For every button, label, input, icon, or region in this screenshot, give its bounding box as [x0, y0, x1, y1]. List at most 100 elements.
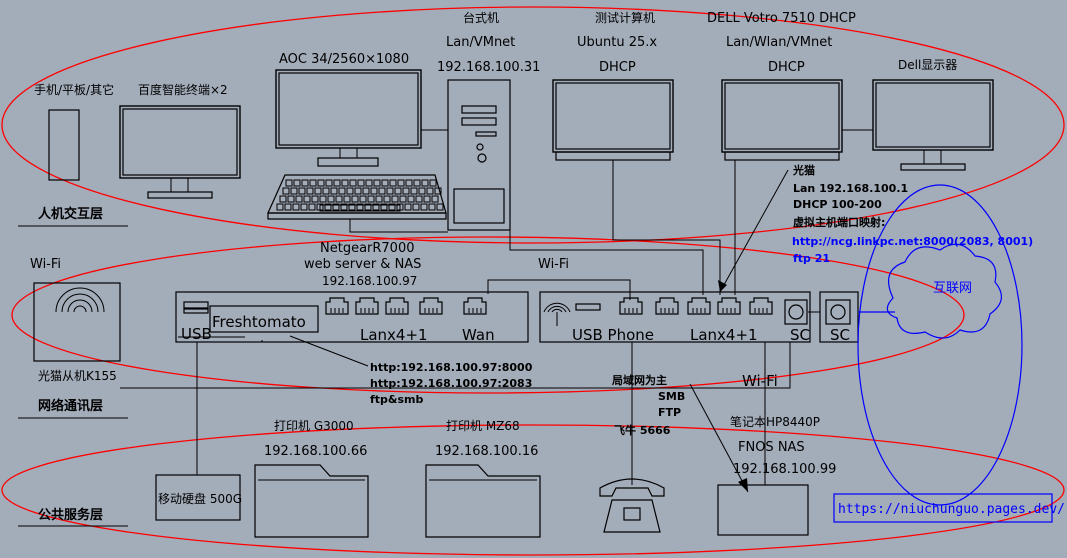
keyboard-key: [314, 187, 322, 195]
modem-pointer-line: [719, 169, 789, 293]
keyboard-key: [404, 203, 412, 211]
usb-hdd-device: [155, 474, 241, 521]
router-service-pointer: [289, 335, 369, 367]
keyboard-key: [436, 203, 444, 211]
modem-sc1-label: SC: [790, 326, 810, 344]
keyboard-key: [389, 179, 397, 187]
wifi-left-label: Wi-Fi: [30, 257, 61, 272]
dell-votro-name: DELL Votro 7510 DHCP: [707, 11, 856, 26]
router-ip: 192.168.100.97: [322, 274, 417, 288]
router-usb-port: [183, 301, 209, 309]
modem-usb-phone-label: USB Phone: [572, 326, 654, 344]
keyboard-key: [332, 203, 340, 211]
desktop-ip: 192.168.100.31: [437, 60, 540, 75]
wan-modem-wire: [487, 279, 631, 300]
laptop-nas-device: [717, 484, 809, 536]
dell-votro-ip: DHCP: [768, 60, 805, 75]
printer2-name: 打印机 MZ68: [446, 419, 520, 433]
keyboard-key: [364, 203, 372, 211]
modem-lan-label: Lanx4+1: [690, 326, 758, 344]
keyboard-key: [413, 179, 421, 187]
feiniu-label: 飞牛 5666: [614, 423, 671, 437]
keyboard-key: [434, 187, 442, 195]
router-wan-label: Wan: [462, 326, 495, 344]
keyboard-key: [383, 195, 391, 203]
keyboard-key: [397, 179, 405, 187]
keyboard-key: [330, 187, 338, 195]
keyboard-key: [324, 203, 332, 211]
website-link[interactable]: https://niuchunguo.pages.dev/: [838, 502, 1065, 517]
keyboard-key: [394, 187, 402, 195]
public-layer-label: 公共服务层: [38, 507, 103, 523]
keyboard-key: [335, 195, 343, 203]
keyboard-key: [327, 195, 335, 203]
router-lan-port-2: [355, 297, 379, 315]
network-layer-label: 网络通讯层: [38, 398, 103, 414]
modem-phone-port: [619, 297, 643, 315]
router-service-3: ftp&smb: [370, 393, 424, 406]
keyboard-key: [349, 179, 357, 187]
desktop-lan-wire: [509, 228, 704, 295]
keyboard-key: [372, 203, 380, 211]
lan-main-label: 局域网为主: [611, 373, 667, 387]
keyboard-key: [428, 203, 436, 211]
keyboard-key: [279, 195, 287, 203]
keyboard-key: [362, 187, 370, 195]
test-pc-name: 测试计算机: [595, 10, 655, 25]
modem-panel: [539, 291, 811, 343]
keyboard-key: [381, 179, 389, 187]
dell-monitor-label: Dell显示器: [898, 58, 957, 72]
firmware-label: Freshtomato: [212, 313, 306, 331]
keyboard-device: [267, 174, 447, 220]
firmware-box: [209, 305, 319, 333]
keyboard-key: [365, 179, 373, 187]
keyboard-key: [415, 195, 423, 203]
lan-nas-pointer: [689, 383, 749, 493]
keyboard-spacebar: [319, 204, 401, 212]
keyboard-key: [410, 187, 418, 195]
keyboard-key: [375, 195, 383, 203]
phone-label: 手机/平板/其它: [34, 82, 114, 97]
keyboard-key: [338, 187, 346, 195]
router-usb-label: USB: [181, 325, 212, 343]
keyboard-key: [423, 195, 431, 203]
test-pc-lan-wire: [612, 160, 721, 295]
keyboard-key: [293, 179, 301, 187]
modem-lan-port-2: [687, 297, 711, 315]
keyboard-key: [386, 187, 394, 195]
router-role: web server & NAS: [304, 257, 421, 272]
desktop-conn: Lan/VMnet: [446, 35, 515, 50]
modem-mapping: 虚拟主机端口映射:: [793, 215, 885, 229]
telephone-device: [599, 478, 665, 533]
internet-label: 互联网: [933, 281, 972, 296]
wifi-mid-label: Wi-Fi: [538, 257, 569, 272]
keyboard-key: [405, 179, 413, 187]
optical-slave-device: [33, 282, 121, 362]
keyboard-key: [298, 187, 306, 195]
keyboard-key: [429, 179, 437, 187]
keyboard-key: [311, 195, 319, 203]
modem-pointer-arrow: [718, 280, 727, 292]
keyboard-key: [388, 203, 396, 211]
keyboard-key: [421, 179, 429, 187]
keyboard-key: [412, 203, 420, 211]
laptop-name: 笔记本HP8440P: [730, 414, 820, 429]
keyboard-key: [317, 179, 325, 187]
modem-url[interactable]: http://ncg.linkpc.net:8000(2083, 8001): [792, 235, 1033, 248]
ftp-label: FTP: [658, 406, 681, 419]
printer1-ip: 192.168.100.66: [264, 444, 367, 459]
keyboard-key: [420, 203, 428, 211]
test-pc-monitor: [552, 79, 674, 161]
test-pc-os: Ubuntu 25.x: [577, 35, 657, 50]
modem-lan-port-1: [655, 297, 679, 315]
human-layer-label: 人机交互层: [38, 206, 103, 222]
baidu-terminal-device: [119, 105, 241, 199]
keyboard-key: [357, 179, 365, 187]
router-lan-port-4: [419, 297, 443, 315]
keyboard-key: [343, 195, 351, 203]
keyboard-key: [407, 195, 415, 203]
router-wan-port: [463, 297, 487, 315]
keyboard-key: [378, 187, 386, 195]
router-lan-label: Lanx4+1: [360, 326, 428, 344]
